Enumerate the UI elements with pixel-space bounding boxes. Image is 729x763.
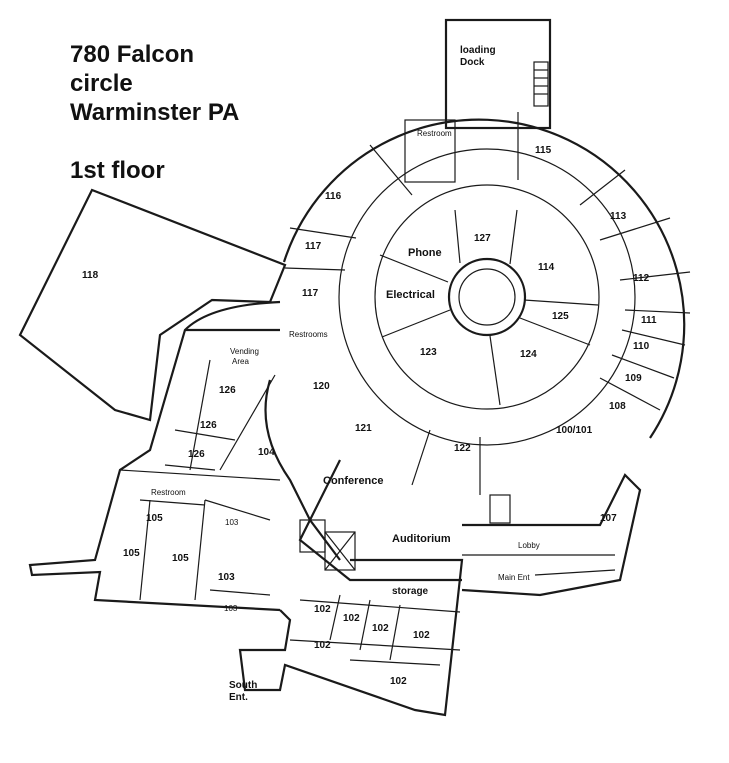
label-103a: 103 bbox=[225, 518, 239, 527]
label-103c: 103 bbox=[224, 604, 238, 613]
address-line-3: Warminster PA bbox=[70, 99, 240, 126]
room-118-outline bbox=[18, 188, 287, 422]
loading-dock bbox=[444, 18, 552, 130]
label-102c: 102 bbox=[372, 623, 389, 634]
label-117a: 117 bbox=[305, 241, 322, 252]
label-104: 104 bbox=[258, 447, 275, 458]
label-105a: 105 bbox=[146, 513, 163, 524]
label-105c: 105 bbox=[172, 553, 189, 564]
rotunda bbox=[282, 112, 691, 495]
label-121: 121 bbox=[355, 423, 372, 434]
lower-wing bbox=[28, 300, 464, 717]
label-102a: 102 bbox=[314, 604, 331, 615]
label-102f: 102 bbox=[390, 676, 407, 687]
label-115: 115 bbox=[535, 145, 552, 156]
label-102b: 102 bbox=[343, 613, 360, 624]
label-electrical: Electrical bbox=[386, 289, 435, 301]
restroom-block-top bbox=[404, 119, 456, 183]
label-124: 124 bbox=[520, 349, 537, 360]
room-labels: loading Dock Restroom 115 113 112 111 11… bbox=[82, 45, 657, 703]
label-107: 107 bbox=[600, 513, 617, 524]
label-109: 109 bbox=[625, 373, 642, 384]
label-122: 122 bbox=[454, 443, 471, 454]
label-126c: 126 bbox=[188, 449, 205, 460]
label-103b: 103 bbox=[218, 572, 235, 583]
label-125: 125 bbox=[552, 311, 569, 322]
address-line-2: circle bbox=[70, 70, 133, 97]
auditorium-lobby bbox=[298, 459, 642, 597]
label-restrooms-mid: Restrooms bbox=[289, 330, 328, 339]
label-lobby: Lobby bbox=[518, 541, 540, 550]
label-127: 127 bbox=[474, 233, 491, 244]
label-114: 114 bbox=[538, 262, 555, 273]
label-117b: 117 bbox=[302, 288, 319, 299]
label-vending: Vending bbox=[230, 347, 259, 356]
floor-label: 1st floor bbox=[70, 157, 165, 184]
label-main-ent: Main Ent bbox=[498, 573, 530, 582]
label-restroom-left: Restroom bbox=[151, 488, 186, 497]
label-dock: Dock bbox=[460, 57, 485, 68]
label-vending-area: Area bbox=[232, 357, 249, 366]
address-block: 780 Falcon circle Warminster PA bbox=[70, 40, 239, 127]
label-123: 123 bbox=[420, 347, 437, 358]
label-110: 110 bbox=[633, 341, 650, 352]
label-auditorium: Auditorium bbox=[392, 533, 451, 545]
label-108: 108 bbox=[609, 401, 626, 412]
label-118: 118 bbox=[82, 270, 99, 281]
label-storage: storage bbox=[392, 586, 429, 597]
label-south: South bbox=[229, 680, 257, 691]
label-116: 116 bbox=[325, 191, 342, 202]
label-loading: loading bbox=[460, 45, 496, 56]
label-126b: 126 bbox=[200, 420, 217, 431]
label-105b: 105 bbox=[123, 548, 140, 559]
label-100-101: 100/101 bbox=[556, 425, 593, 436]
label-120: 120 bbox=[313, 381, 330, 392]
label-113: 113 bbox=[610, 211, 627, 222]
address-line-1: 780 Falcon bbox=[70, 41, 195, 68]
label-phone: Phone bbox=[408, 247, 442, 259]
label-111: 111 bbox=[641, 315, 657, 326]
label-restroom-top: Restroom bbox=[417, 129, 452, 138]
label-102e: 102 bbox=[314, 640, 331, 651]
label-102d: 102 bbox=[413, 630, 430, 641]
label-south-ent: Ent. bbox=[229, 692, 248, 703]
label-conference: Conference bbox=[323, 475, 384, 487]
label-126a: 126 bbox=[219, 385, 236, 396]
label-112: 112 bbox=[633, 273, 650, 284]
